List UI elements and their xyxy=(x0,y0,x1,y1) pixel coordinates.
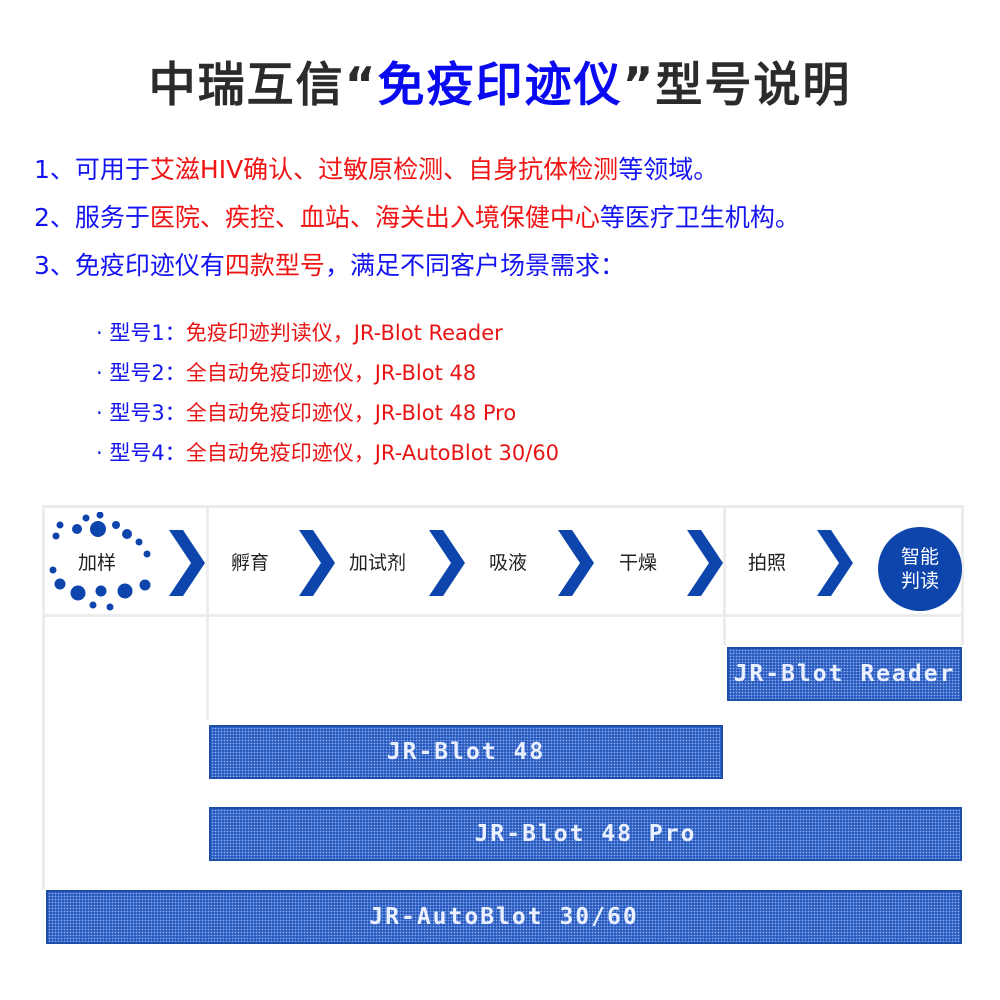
model-label: · 型号4： xyxy=(96,441,186,465)
intro-highlight: 四款型号 xyxy=(224,251,325,280)
sample-dots-icon xyxy=(49,512,151,611)
chevron-right-icon xyxy=(817,530,853,596)
chevron-right-icon xyxy=(169,530,205,596)
intro-text: 1、可用于 xyxy=(34,155,150,184)
step-photograph: 拍照 xyxy=(748,552,787,574)
bar-jr-blot-48: JR-Blot 48 xyxy=(209,725,723,779)
smart-reading-line-1: 智能 xyxy=(900,546,939,568)
model-value: 全自动免疫印迹仪，JR-Blot 48 Pro xyxy=(185,401,517,425)
intro-line-1: 1、可用于艾滋HIV确认、过敏原检测、自身抗体检测等领域。 xyxy=(34,150,718,186)
intro-highlight: 艾滋HIV确认、过敏原检测、自身抗体检测 xyxy=(149,155,619,184)
chevron-right-icon xyxy=(558,530,594,596)
bar-jr-blot-reader: JR-Blot Reader xyxy=(727,647,962,701)
model-value: 全自动免疫印迹仪，JR-AutoBlot 30/60 xyxy=(185,441,560,465)
intro-text: 2、服务于 xyxy=(34,203,150,232)
intro-text: ，满足不同客户场景需求： xyxy=(324,251,625,280)
intro-line-2: 2、服务于医院、疾控、血站、海关出入境保健中心等医疗卫生机构。 xyxy=(34,198,800,234)
step-smart-reading-badge: 智能 判读 xyxy=(878,527,962,611)
model-item-3: · 型号3：全自动免疫印迹仪，JR-Blot 48 Pro xyxy=(96,397,516,427)
intro-text: 等医疗卫生机构。 xyxy=(599,203,800,232)
grid-line-col-1 xyxy=(206,505,209,720)
model-value: 全自动免疫印迹仪，JR-Blot 48 xyxy=(185,361,477,385)
model-label: · 型号3： xyxy=(96,401,186,425)
page-title: 中瑞互信“免疫印迹仪”型号说明 xyxy=(0,46,1000,115)
grid-line-middle xyxy=(42,614,964,617)
model-label: · 型号1： xyxy=(96,321,186,345)
title-prefix: 中瑞互信 xyxy=(148,58,345,113)
step-aspirate: 吸液 xyxy=(489,552,528,574)
grid-line-col-2 xyxy=(723,505,726,645)
step-add-reagent: 加试剂 xyxy=(349,552,407,574)
title-open-quote: “ xyxy=(344,58,378,113)
intro-text: 3、免疫印迹仪有 xyxy=(34,251,225,280)
grid-line-left xyxy=(42,505,45,890)
chevron-right-icon xyxy=(429,530,465,596)
step-incubate: 孵育 xyxy=(231,552,270,574)
model-label: · 型号2： xyxy=(96,361,186,385)
model-item-4: · 型号4：全自动免疫印迹仪，JR-AutoBlot 30/60 xyxy=(96,437,559,467)
bar-jr-autoblot-30-60: JR-AutoBlot 30/60 xyxy=(46,890,962,944)
grid-line-top xyxy=(42,505,964,508)
model-item-1: · 型号1：免疫印迹判读仪，JR-Blot Reader xyxy=(96,317,503,347)
smart-reading-line-2: 判读 xyxy=(900,570,939,592)
intro-text: 等领域。 xyxy=(618,155,719,184)
chevron-right-icon xyxy=(687,530,723,596)
chevron-right-icon xyxy=(299,530,335,596)
title-highlight: 免疫印迹仪 xyxy=(377,58,623,113)
step-dry: 干燥 xyxy=(619,552,658,574)
intro-highlight: 医院、疾控、血站、海关出入境保健中心 xyxy=(149,203,600,232)
title-suffix: 型号说明 xyxy=(655,58,852,113)
step-add-sample: 加样 xyxy=(78,552,117,574)
bar-jr-blot-48-pro: JR-Blot 48 Pro xyxy=(209,807,962,861)
title-close-quote: ” xyxy=(622,58,656,113)
intro-line-3: 3、免疫印迹仪有四款型号，满足不同客户场景需求： xyxy=(34,246,625,282)
grid-line-right xyxy=(961,505,964,645)
model-value: 免疫印迹判读仪，JR-Blot Reader xyxy=(185,321,503,345)
model-item-2: · 型号2：全自动免疫印迹仪，JR-Blot 48 xyxy=(96,357,476,387)
